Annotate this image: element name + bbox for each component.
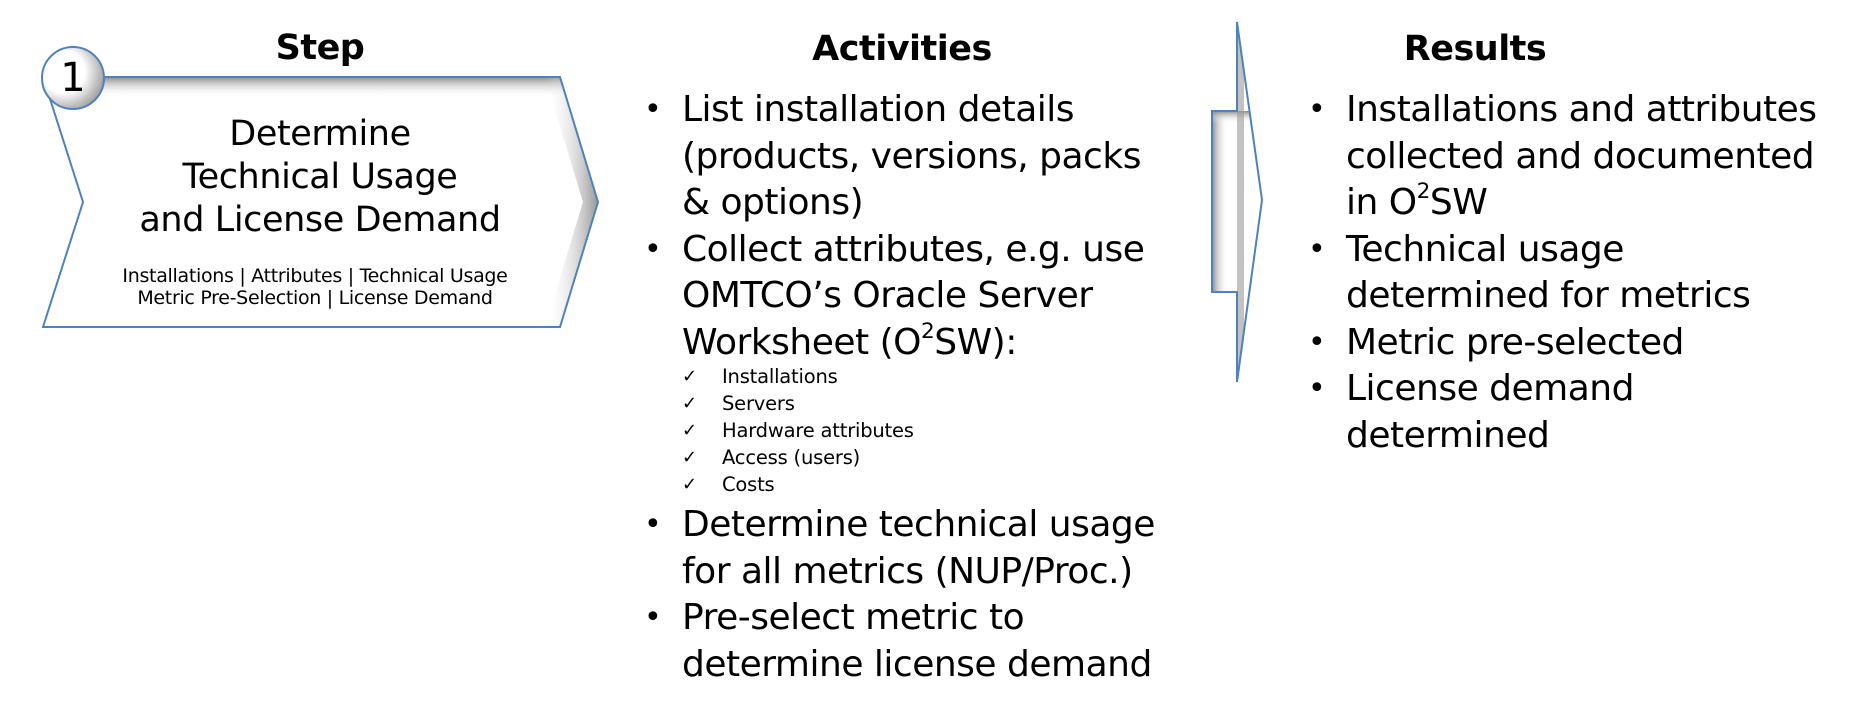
result-item: • License demand determined (1308, 368, 1634, 456)
o2sw-line: in O2SW (1346, 178, 1488, 223)
chevron-arrow-shape (41, 76, 600, 328)
bullet-icon: • (644, 231, 662, 267)
result-item: • Technical usage determined for metrics (1308, 228, 1751, 317)
step-heading: Step (275, 28, 365, 68)
checklist: ✓Installations ✓Servers ✓Hardware attrib… (682, 363, 1182, 498)
step-title-line: Technical Usage (182, 157, 458, 197)
bullet-icon: • (1308, 92, 1326, 127)
result-item: • Installations and attributes collected… (1306, 87, 1860, 227)
result-item: • Metric pre-selected (1306, 320, 1860, 367)
step-title: Determine Technical Usage and License De… (110, 113, 530, 242)
checklist-item: ✓Installations (682, 365, 838, 388)
step-subtitle: Installations | Attributes | Technical U… (70, 265, 560, 309)
right-arrow-shape (1211, 21, 1264, 383)
bullet-icon: • (644, 600, 662, 635)
results-heading: Results (1403, 29, 1547, 69)
checklist-item: ✓Access (users) (682, 446, 861, 469)
checklist-item: ✓Costs (682, 473, 775, 496)
activities-heading: Activities (812, 29, 992, 69)
activity-item: • Pre-select metric to determine license… (644, 597, 1152, 685)
step-title-line: Determine (229, 114, 411, 154)
activities-list: • List installation details (products, v… (642, 87, 1182, 688)
activity-item: • Determine technical usage for all metr… (644, 504, 1155, 592)
step-subtitle-line: Installations | Attributes | Technical U… (122, 265, 508, 287)
checklist-item: ✓Servers (682, 392, 795, 415)
activity-item: • List installation details (products, v… (644, 89, 1141, 223)
bullet-icon: • (1308, 231, 1326, 267)
bullet-icon: • (1308, 371, 1326, 406)
activity-item: • Collect attributes, e.g. use OMTCO’s O… (642, 227, 1182, 499)
step-number-circle (41, 46, 105, 110)
checklist-item: ✓Hardware attributes (682, 419, 914, 442)
step-subtitle-line: Metric Pre-Selection | License Demand (137, 287, 493, 309)
step-number: 1 (60, 55, 86, 101)
bullet-icon: • (644, 92, 662, 127)
checkmark-icon: ✓ (682, 474, 697, 495)
results-list: • Installations and attributes collected… (1306, 87, 1860, 459)
worksheet-line: Worksheet (O2SW): (682, 318, 1017, 363)
bullet-icon: • (1308, 324, 1326, 360)
checkmark-icon: ✓ (682, 420, 697, 441)
step-title-line: and License Demand (139, 200, 501, 240)
bullet-icon: • (644, 507, 662, 542)
checkmark-icon: ✓ (682, 447, 697, 468)
checkmark-icon: ✓ (682, 366, 697, 387)
checkmark-icon: ✓ (682, 393, 697, 414)
